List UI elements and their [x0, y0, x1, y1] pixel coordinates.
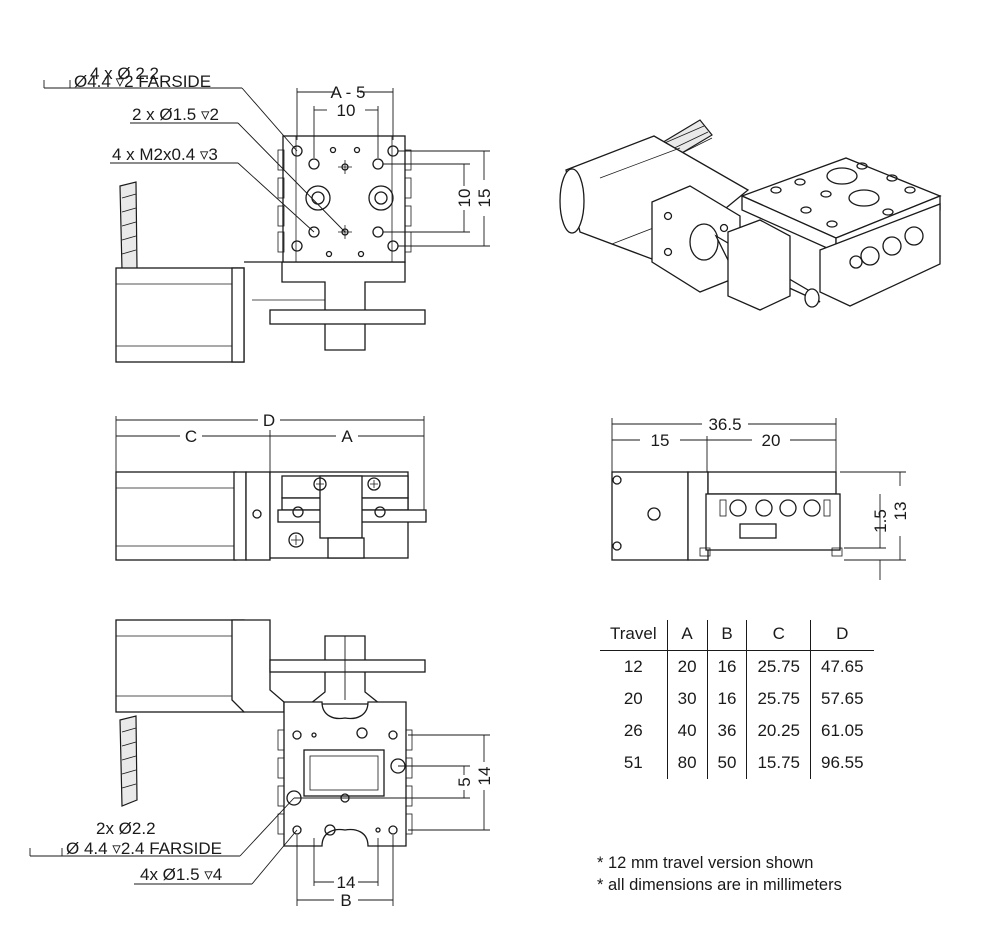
dim-5: 5 — [455, 777, 474, 786]
isometric-view — [559, 119, 942, 311]
dim-14-bottom: 14 — [337, 873, 356, 892]
table-cell: 51 — [623, 753, 643, 772]
table-cell: 25.75 — [746, 650, 811, 683]
bottom-callout-holes-line2: Ø 4.4 ▿2.4 FARSIDE — [66, 839, 222, 858]
dimension-table: Travel A B C D 12 20 16 25.75 47.65 20 3… — [600, 620, 874, 779]
table-cell: 30 — [666, 683, 708, 715]
bottom-callout-pin-holes: 4x Ø1.5 ▿4 — [140, 865, 222, 884]
header-d: D — [809, 620, 874, 651]
table-cell: 80 — [666, 747, 708, 779]
table-cell: 25.75 — [746, 683, 811, 715]
dim-c: C — [185, 427, 197, 446]
header-a: A — [666, 620, 708, 651]
note-travel-version: * 12 mm travel version shown — [597, 854, 814, 872]
dim-36-5: 36.5 — [708, 415, 741, 434]
table-row: 26 40 36 20.25 61.05 — [600, 715, 874, 747]
table-cell: 26 — [623, 721, 643, 740]
bottom-callout-holes-line1: 2x Ø2.2 — [96, 819, 156, 838]
header-c: C — [746, 620, 811, 651]
table-row: 20 30 16 25.75 57.65 — [600, 683, 874, 715]
table-cell: 47.65 — [809, 650, 874, 683]
top-view — [43, 80, 490, 363]
table-cell: 16 — [706, 683, 747, 715]
table-cell: 20.25 — [746, 715, 811, 747]
dim-20: 20 — [762, 431, 781, 450]
end-view — [611, 418, 906, 580]
dim-15-side: 15 — [475, 189, 494, 208]
table-cell: 36 — [706, 715, 747, 747]
table-cell: 57.65 — [809, 683, 874, 715]
dim-10-side: 10 — [455, 189, 474, 208]
top-callout-pin-holes: 2 x Ø1.5 ▿2 — [132, 105, 219, 124]
table-cell: 50 — [706, 747, 747, 779]
dim-a: A — [341, 427, 353, 446]
table-cell: 12 — [623, 657, 643, 676]
table-cell: 20 — [623, 689, 643, 708]
dim-10-top: 10 — [337, 101, 356, 120]
table-cell: 16 — [706, 650, 747, 683]
dim-b: B — [340, 891, 351, 910]
notes: * 12 mm travel version shown * all dimen… — [597, 852, 842, 896]
table-cell: 20 — [666, 650, 708, 683]
table-row: 51 80 50 15.75 96.55 — [600, 747, 874, 779]
dim-d: D — [263, 411, 275, 430]
table-cell: 40 — [666, 715, 708, 747]
table-cell: 61.05 — [809, 715, 874, 747]
table-header-row: Travel A B C D — [600, 620, 874, 651]
top-callout-holes-line2: Ø4.4 ▿2 FARSIDE — [74, 72, 211, 91]
header-travel: Travel — [600, 620, 668, 651]
table-cell: 15.75 — [746, 747, 811, 779]
table-row: 12 20 16 25.75 47.65 — [600, 650, 874, 683]
top-callout-holes-line1: 4 x Ø 2.2 — [90, 64, 159, 83]
dim-13: 13 — [891, 502, 910, 521]
dim-14-side: 14 — [475, 767, 494, 786]
header-b: B — [706, 620, 747, 651]
bottom-view — [29, 619, 490, 906]
dim-15: 15 — [651, 431, 670, 450]
note-units: * all dimensions are in millimeters — [597, 876, 842, 894]
dim-a-minus-5: A - 5 — [331, 83, 366, 102]
dim-1-5: 1.5 — [871, 509, 890, 533]
top-callout-threaded-holes: 4 x M2x0.4 ▿3 — [112, 145, 218, 164]
side-view — [115, 416, 427, 561]
table-cell: 96.55 — [809, 747, 874, 779]
